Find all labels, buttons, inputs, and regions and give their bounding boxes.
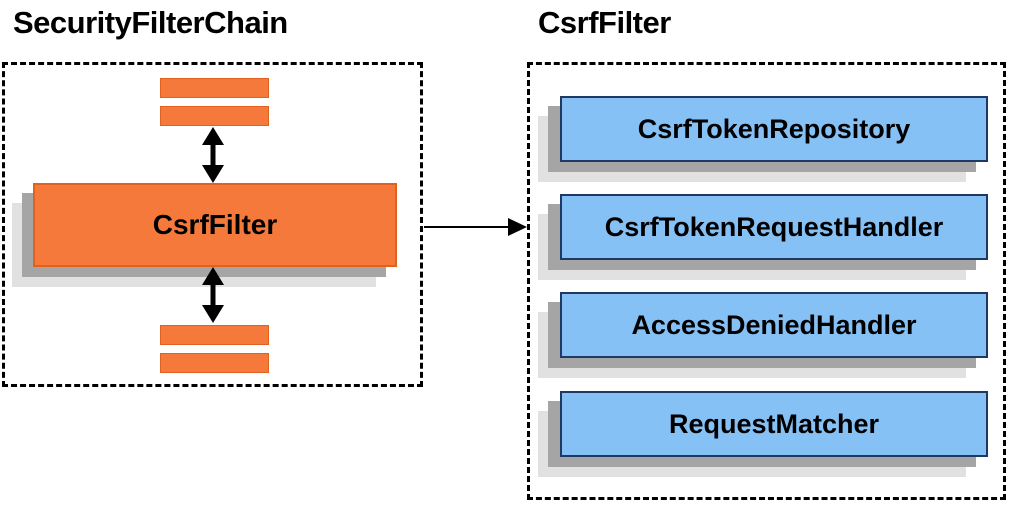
- security-filter-chain-title: SecurityFilterChain: [13, 5, 288, 40]
- component-box-csrf-token-repository: CsrfTokenRepository: [560, 96, 988, 162]
- filter-bar: [160, 325, 269, 345]
- csrf-filter-box-label: CsrfFilter: [152, 209, 278, 240]
- component-box-label: RequestMatcher: [668, 408, 880, 439]
- component-box-csrf-token-request-handler: CsrfTokenRequestHandler: [560, 194, 988, 260]
- component-box-request-matcher: RequestMatcher: [560, 391, 988, 457]
- component-box-label: CsrfTokenRepository: [637, 113, 911, 144]
- component-box-label: AccessDeniedHandler: [631, 309, 917, 340]
- csrf-filter-components-container: [527, 62, 1006, 500]
- csrf-filter-title: CsrfFilter: [538, 5, 671, 40]
- filter-bar: [160, 353, 269, 373]
- double-arrow-icon: [202, 267, 224, 323]
- component-box-access-denied-handler: AccessDeniedHandler: [560, 292, 988, 358]
- filter-bar: [160, 106, 269, 126]
- security-filter-chain-container: [2, 62, 423, 387]
- component-box-label: CsrfTokenRequestHandler: [604, 211, 944, 242]
- double-arrow-icon: [202, 127, 224, 183]
- filter-bar: [160, 78, 269, 98]
- right-arrow-icon: [424, 218, 527, 236]
- csrf-filter-box: CsrfFilter: [33, 183, 397, 267]
